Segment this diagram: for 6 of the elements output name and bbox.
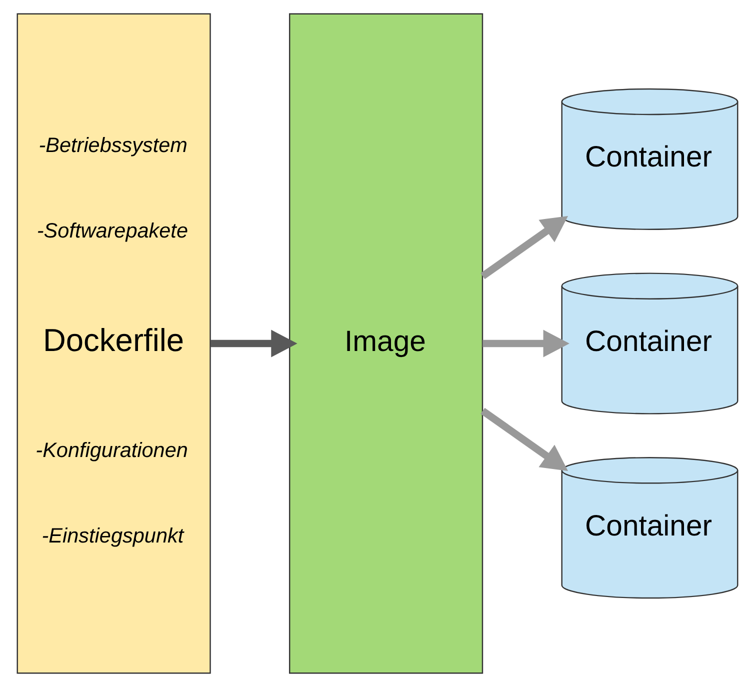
arrow	[480, 215, 568, 279]
arrow	[482, 329, 570, 357]
node-box: -Betriebssystem -Softwarepakete Dockerfile -Konfigurationen -Einstiegspunkt	[16, 12, 211, 674]
arrow	[480, 407, 568, 471]
node-box: Image	[289, 12, 484, 674]
arrow	[210, 329, 298, 357]
